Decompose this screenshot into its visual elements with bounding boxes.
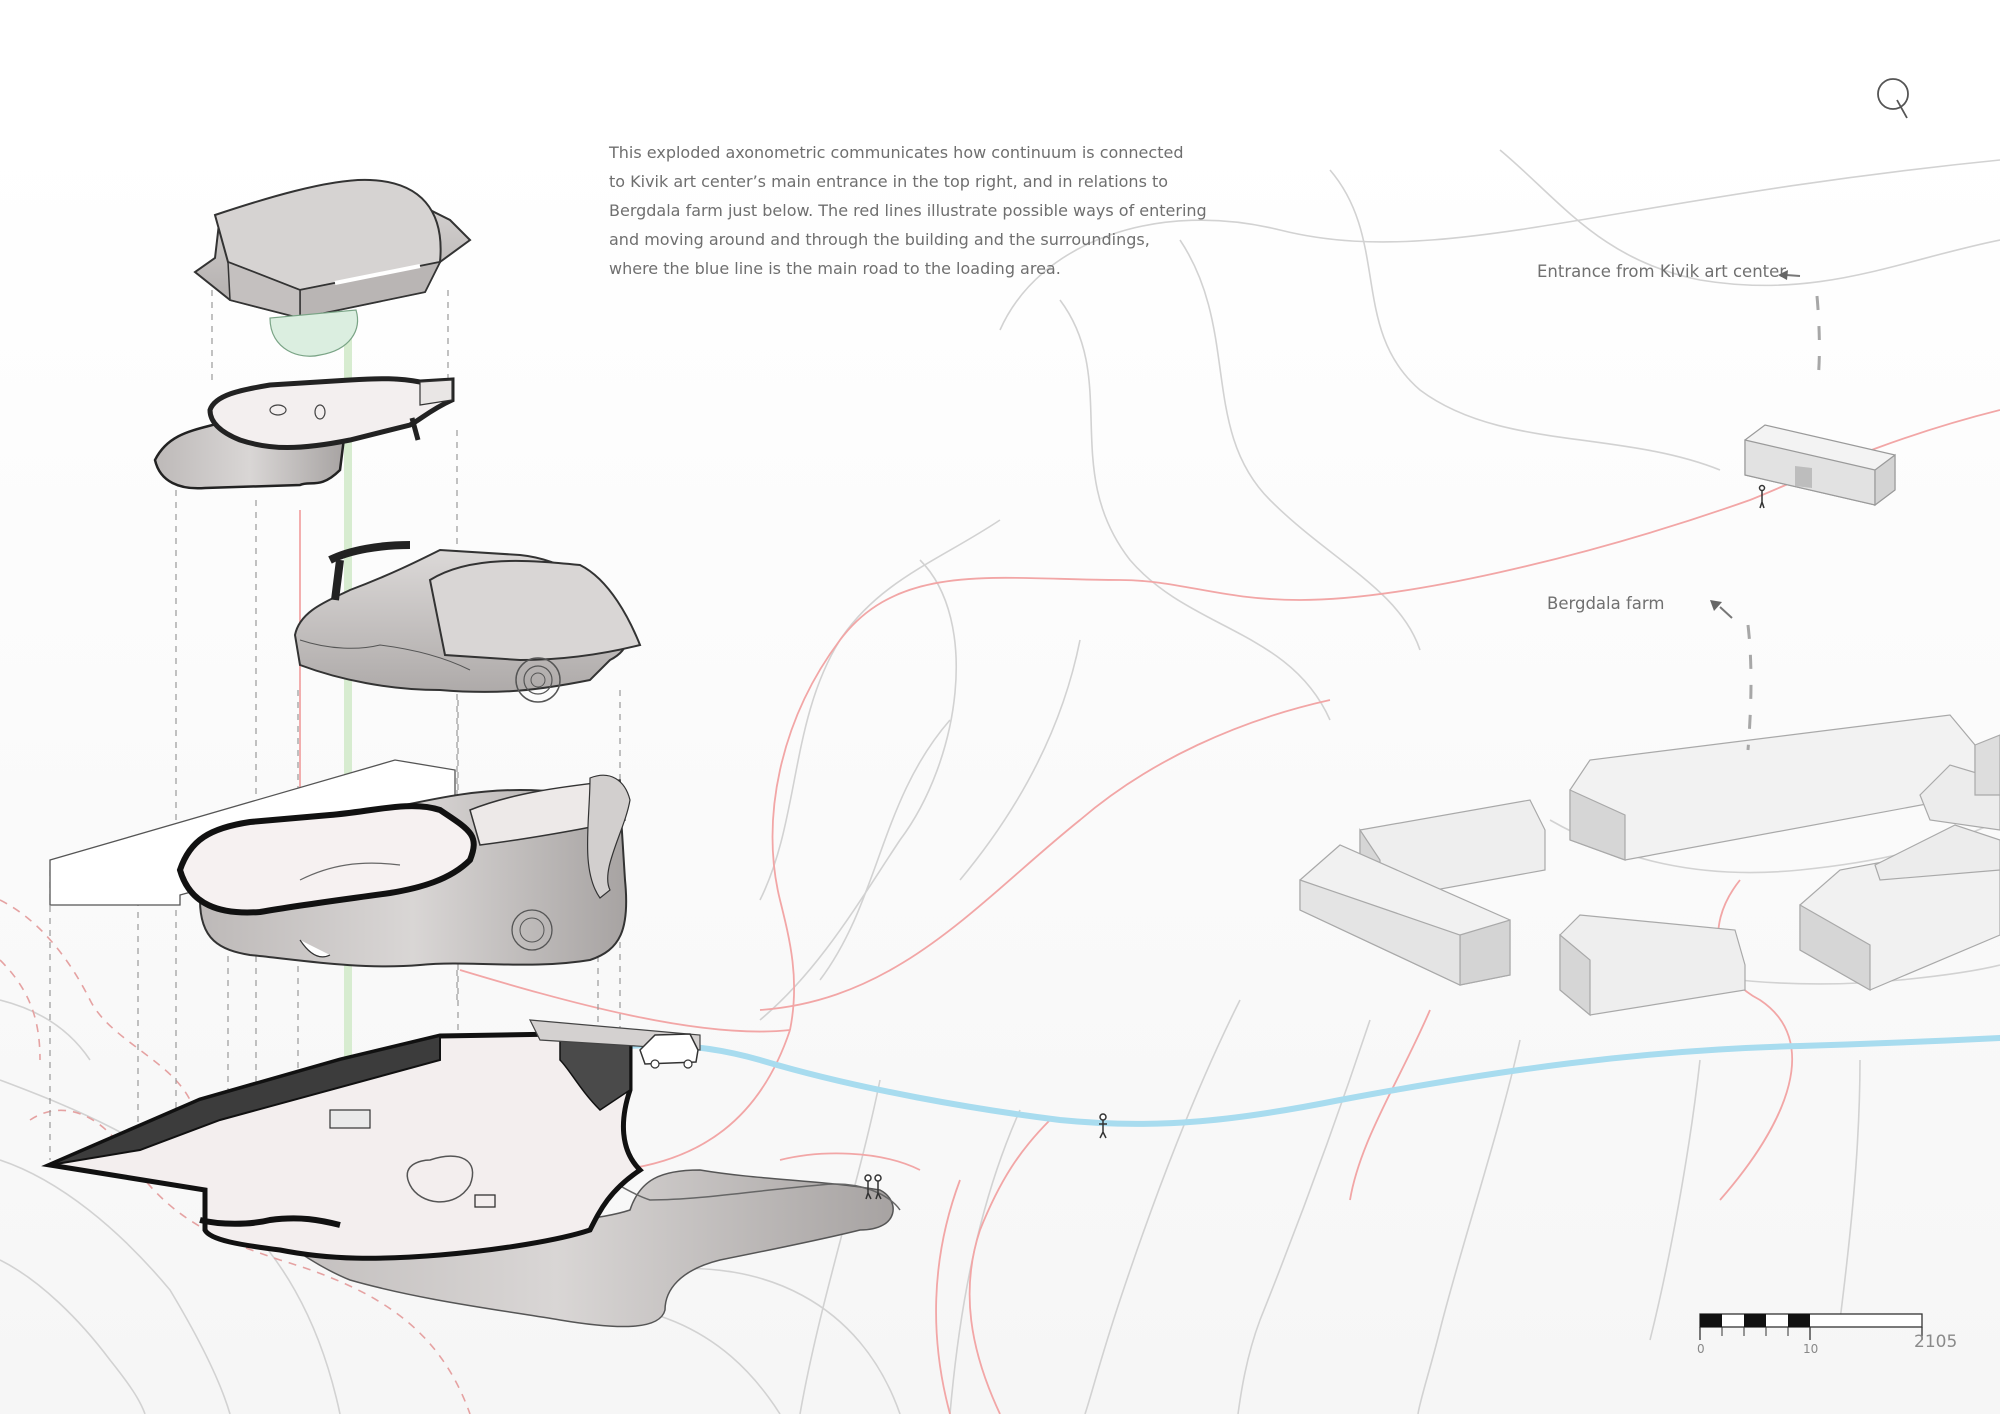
bergdala-farm-label: Bergdala farm	[1547, 594, 1665, 613]
people-figures	[864, 484, 1766, 1200]
description-line: Bergdala farm just below. The red lines …	[609, 201, 1207, 220]
page-number: 2105	[1914, 1332, 1958, 1352]
main-road	[552, 1035, 2000, 1127]
scale-tick-label: 10	[1803, 1342, 1819, 1356]
description-line: This exploded axonometric communicates h…	[609, 143, 1184, 162]
kivik-art-center-building	[1744, 424, 1896, 507]
circulation-paths	[299, 409, 2000, 1414]
delivery-van	[639, 1033, 699, 1069]
arrow-dashes	[1746, 295, 1821, 751]
contour-lines	[0, 149, 2000, 1414]
description-text: This exploded axonometric communicates h…	[609, 138, 1207, 283]
scale-tick-label: 0	[1697, 1342, 1705, 1356]
main-floor-layer	[49, 759, 631, 968]
roof-layer	[193, 178, 472, 357]
arrow-left-icon	[1778, 270, 1801, 280]
scale-bar	[1699, 1313, 1923, 1340]
upper-floor-layer	[153, 376, 455, 490]
bergdala-farm-buildings	[1299, 714, 2000, 1017]
arrow-up-left-icon	[1710, 600, 1733, 619]
description-line: to Kivik art center’s main entrance in t…	[609, 172, 1169, 191]
vertical-core	[344, 330, 352, 1060]
q-logo-icon	[1877, 78, 1909, 119]
description-line: and moving around and through the buildi…	[609, 230, 1150, 249]
middle-volume-layer	[293, 541, 642, 703]
description-line: where the blue line is the main road to …	[609, 259, 1061, 278]
kivik-entrance-label: Entrance from Kivik art center	[1537, 262, 1787, 281]
ground-floor-layer	[41, 1019, 901, 1328]
